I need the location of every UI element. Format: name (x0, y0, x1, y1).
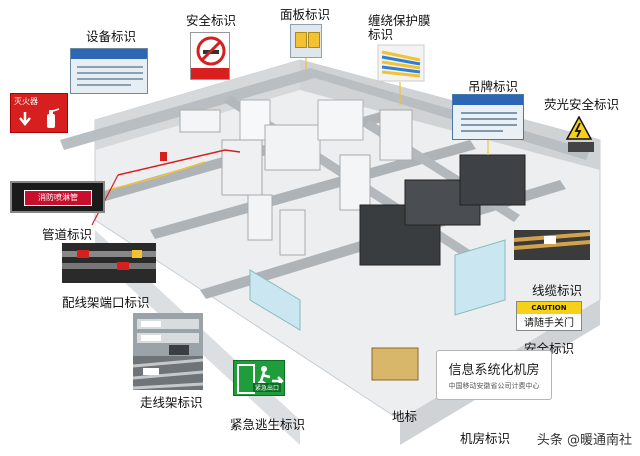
hanging-sign-lines (461, 112, 517, 132)
pipe-photo-image (62, 250, 156, 270)
dark-rack-group-back (459, 154, 526, 206)
label-patch-port-sign: 配线架端口标识 (62, 295, 150, 310)
arrow-down-icon (19, 112, 31, 126)
rack-row-e (221, 139, 263, 196)
cable-tray-front (150, 140, 476, 239)
label-panel-sign: 面板标识 (280, 7, 331, 22)
label-cable-tray-sign: 走线架标识 (140, 395, 203, 410)
room-nameplate: 信息系统化机房 中国移动安徽省公司计费中心 (436, 350, 552, 400)
front-wall-right (400, 170, 600, 445)
rack-row-d (317, 99, 364, 141)
caution-text: 请随手关门 (524, 318, 574, 329)
room-plate-title: 信息系统化机房 (448, 363, 540, 378)
label-floor-sign: 地标 (392, 409, 418, 424)
cable-film-blue-strands (381, 55, 421, 74)
label-fluorescent-sign: 荧光安全标识 (544, 97, 620, 112)
front-wall-left (95, 150, 300, 445)
hanging-sign-band (453, 95, 523, 105)
device-sign-band (71, 49, 147, 59)
label-cable-sign: 线缆标识 (532, 283, 583, 298)
fire-sign-text: 灭火器 (14, 97, 38, 106)
floor-marking-photo (371, 347, 419, 381)
glass-door-right (454, 239, 506, 316)
cable-tray-sign-photo (133, 356, 203, 390)
floor-marking-line (107, 161, 206, 191)
cable-film-yellow-strands (381, 50, 421, 78)
label-room-sign: 机房标识 (460, 431, 511, 446)
cable-sign-photo (514, 230, 590, 260)
caution-word: CAUTION (517, 302, 581, 314)
fluorescent-warning-icon (566, 116, 592, 140)
rack-row-g (279, 209, 306, 256)
label-exit-sign: 紧急逃生标识 (230, 417, 306, 432)
label-safety-sign-top: 安全标识 (186, 13, 237, 28)
rack-row-c (264, 124, 321, 171)
cable-tray-top-left (60, 68, 315, 150)
fire-pipe-line (117, 149, 241, 176)
no-smoking-bar (191, 68, 229, 79)
rack-row-h (339, 154, 371, 211)
label-hanging-sign: 吊牌标识 (468, 79, 519, 94)
fire-extinguisher-icon (47, 108, 60, 128)
device-sign-photo (70, 48, 148, 94)
cable-tray-image (133, 358, 203, 390)
pipe-sign: 消防喷淋管 (10, 181, 105, 213)
watermark: 头条 @暖通南社 (536, 433, 632, 448)
patch-port-sign-photo (133, 313, 203, 359)
pipe-sign-photo (62, 243, 156, 283)
exit-sign-text: 紧急出口 (252, 383, 281, 392)
no-smoking-icon (196, 36, 226, 66)
device-sign-lines (77, 66, 143, 86)
rack-row-f (247, 194, 273, 241)
emergency-exit-sign: 紧急出口 (233, 360, 285, 396)
rack-row-i (379, 109, 413, 161)
glass-door-left (249, 269, 301, 331)
panel-sign-photo (290, 24, 322, 58)
pipe-sign-text: 消防喷淋管 (24, 190, 92, 206)
fire-extinguisher-sign: 灭火器 (10, 93, 68, 133)
cable-bundle-image (514, 232, 590, 250)
label-pipe-sign: 管道标识 (42, 227, 93, 242)
hanging-sign-photo (452, 94, 524, 140)
label-device-sign: 设备标识 (86, 29, 137, 44)
fire-extinguisher (160, 152, 167, 161)
label-cable-film-sign: 缠绕保护膜标识 (368, 13, 431, 43)
fluorescent-plate (568, 142, 594, 152)
caution-sign: CAUTION 请随手关门 (516, 301, 582, 331)
room-plate-subtitle: 中国移动安徽省公司计费中心 (448, 382, 540, 390)
pipe-leader-line (91, 174, 119, 226)
panel-socket-right (308, 32, 320, 48)
no-smoking-sign (190, 32, 230, 80)
rack-row-a (179, 109, 221, 133)
patch-panel-image (137, 319, 199, 355)
panel-socket-left (295, 32, 307, 48)
